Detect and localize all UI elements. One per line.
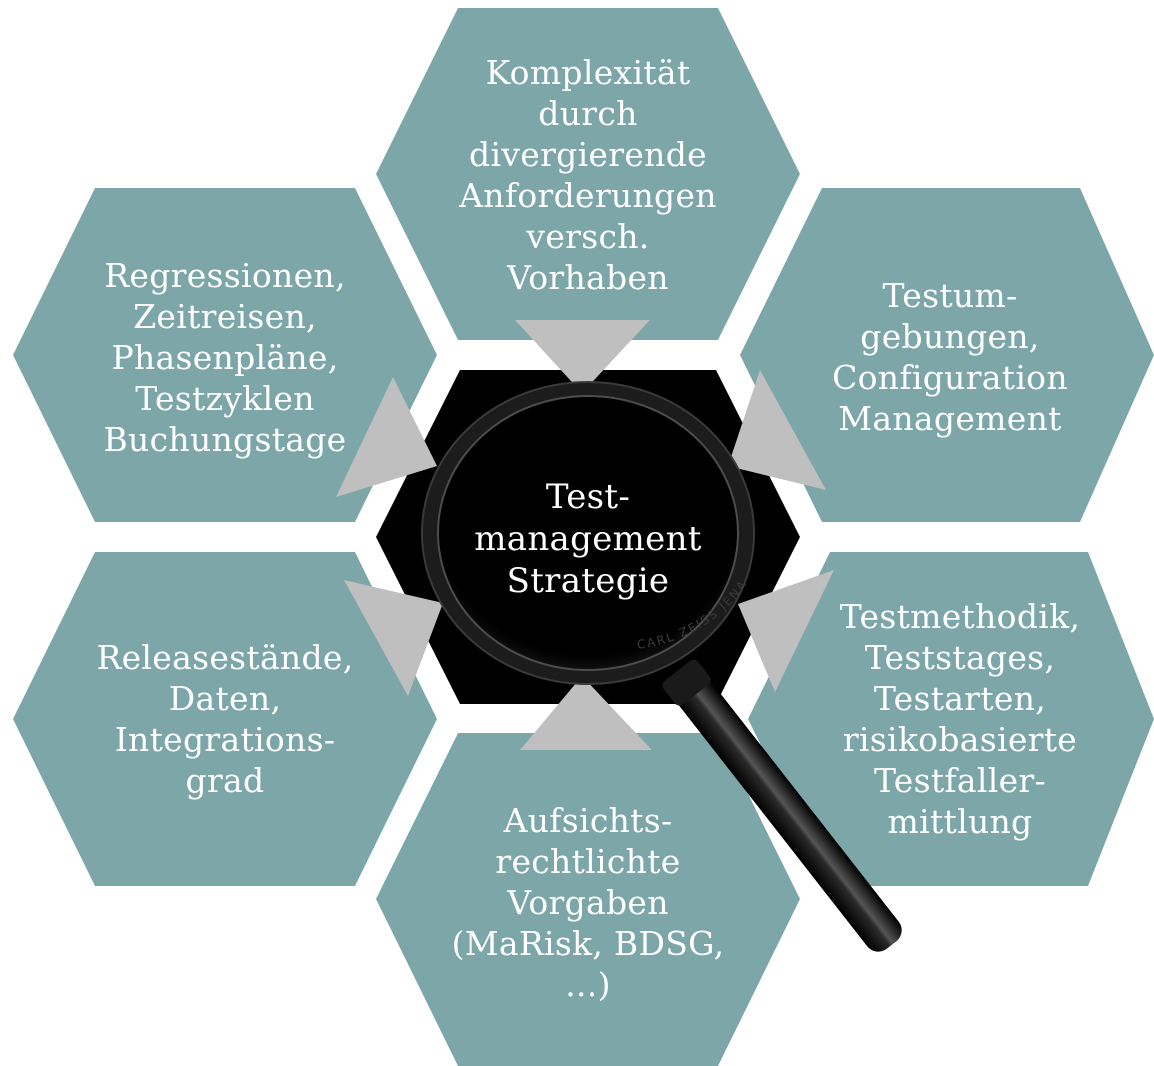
text-line: Integrations- [114, 720, 336, 759]
text-line: Phasenpläne, [111, 337, 339, 377]
text-line: Testmethodik, [839, 597, 1081, 636]
text-line: divergierende [469, 135, 707, 174]
hexagon-lower-right-text: Testmethodik,Teststages,Testarten,risiko… [760, 594, 1154, 844]
hexagon-bottom [376, 733, 800, 1066]
text-line: Teststages, [864, 638, 1056, 677]
text-line: Buchungstage [103, 419, 347, 459]
magnifier-handle [672, 670, 902, 952]
hexagon-upper-left [13, 188, 437, 522]
text-line: ...) [565, 965, 611, 1004]
arrow-from-bottom [520, 676, 652, 750]
text-line: Komplexität [485, 53, 691, 92]
arrow-from-lower-right [738, 570, 834, 692]
magnifier-rim [423, 382, 753, 684]
text-line: risikobasierte [842, 720, 1078, 759]
text-line: Testzyklen [135, 378, 315, 418]
magnifier-rim-inner [437, 395, 739, 671]
text-line: Strategie [506, 561, 670, 601]
text-line: Regressionen, [104, 255, 346, 295]
arrow-from-top [515, 320, 650, 393]
arrow-from-lower-left [344, 580, 443, 696]
text-line: Vorhaben [507, 258, 669, 297]
text-line: Zeitreisen, [133, 296, 317, 336]
text-line: grad [185, 761, 265, 800]
hexagon-upper-right [740, 188, 1154, 522]
text-line: Management [838, 399, 1062, 438]
text-line: gebungen, [860, 317, 1040, 356]
text-line: Testarten, [873, 679, 1047, 718]
text-line: Anforderungen [459, 176, 717, 215]
text-line: rechtlichte [495, 842, 681, 881]
magnifier-rim-outer [421, 381, 755, 685]
hexagon-lower-left-text: Releasestände,Daten,Integrations-grad [30, 634, 420, 804]
hexagon-lower-left [13, 552, 437, 886]
hexagon-top [376, 8, 800, 340]
text-line: Configuration [832, 358, 1068, 397]
text-line: Vorgaben [507, 883, 669, 922]
text-line: Testum- [882, 276, 1018, 315]
text-line: (MaRisk, BDSG, [451, 924, 725, 963]
text-line: durch [538, 94, 638, 133]
text-line: management [474, 519, 702, 559]
hexagon-lower-right [748, 552, 1154, 886]
text-line: mittlung [887, 802, 1033, 841]
text-line: Daten, [168, 679, 282, 718]
text-line: Testfaller- [874, 761, 1046, 800]
hexagon-upper-left-text: Regressionen,Zeitreisen,Phasenpläne,Test… [30, 252, 420, 462]
text-line: Aufsichts- [503, 801, 673, 840]
magnifier-collar [662, 659, 711, 706]
text-line: versch. [526, 217, 650, 256]
text-line: Test- [545, 477, 631, 517]
text-line: Releasestände, [96, 638, 354, 677]
arrow-from-upper-left [336, 377, 437, 497]
arrow-from-upper-right [728, 370, 826, 490]
